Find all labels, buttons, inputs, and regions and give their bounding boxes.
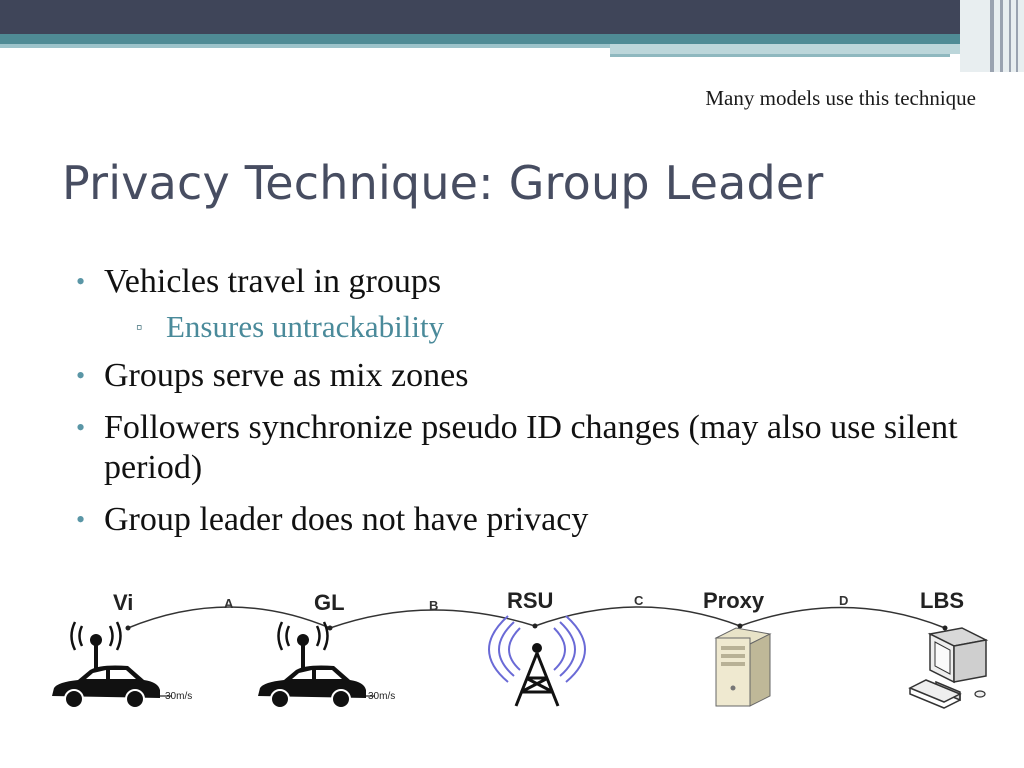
proxy-server-icon [714,627,772,707]
sub-bullet-text: Ensures untrackability [166,309,445,344]
bullet-dot-icon: • [76,267,86,296]
bullet-text: Groups serve as mix zones [104,357,469,394]
edge-label-b: B [429,598,438,613]
bullet-text: Group leader does not have privacy [104,501,589,538]
edge-label-a: A [224,596,234,611]
bullet-item: • Vehicles travel in groups [76,262,976,302]
lbs-computer-icon [908,627,989,709]
node-label-vi: Vi [113,590,133,615]
bullet-text: Followers synchronize pseudo ID changes … [104,409,958,486]
slide-title: Privacy Technique: Group Leader [62,156,824,210]
sub-bullet-item: ▫ Ensures untrackability [136,308,976,346]
node-label-gl: GL [314,590,345,615]
bullet-dot-icon: • [76,413,86,442]
speed-label: 30m/s [368,691,395,702]
header-banner [0,0,1024,72]
link-arc-d [739,606,946,629]
rsu-tower-icon [488,615,586,707]
link-dot [327,625,333,631]
link-dot [942,625,948,631]
link-dot [125,625,131,631]
link-arc-a [127,606,331,629]
bullet-list: • Vehicles travel in groups ▫ Ensures un… [76,262,976,552]
corner-note: Many models use this technique [705,86,976,110]
speed-label: 30m/s [165,691,192,702]
edge-label-d: D [839,593,848,608]
node-label-rsu: RSU [507,588,553,613]
bullet-dot-icon: • [76,361,86,390]
bullet-text: Vehicles travel in groups [104,263,442,300]
bullet-item: • Followers synchronize pseudo ID change… [76,408,976,488]
link-dot [532,623,538,629]
group-leader-diagram: Vi GL RSU Proxy LBS A B C D 30m/s 30 [52,588,989,709]
vehicle-gl-icon [258,621,375,709]
node-label-lbs: LBS [920,588,964,613]
edge-label-c: C [634,593,644,608]
vehicle-vi-icon [52,621,172,709]
square-bullet-icon: ▫ [136,317,143,337]
link-arc-c [534,606,741,627]
link-arc-b [329,609,536,629]
bullet-item: • Groups serve as mix zones [76,356,976,396]
bullet-dot-icon: • [76,505,86,534]
node-label-proxy: Proxy [703,588,765,613]
link-dot [737,623,743,629]
bullet-item: • Group leader does not have privacy [76,500,976,540]
